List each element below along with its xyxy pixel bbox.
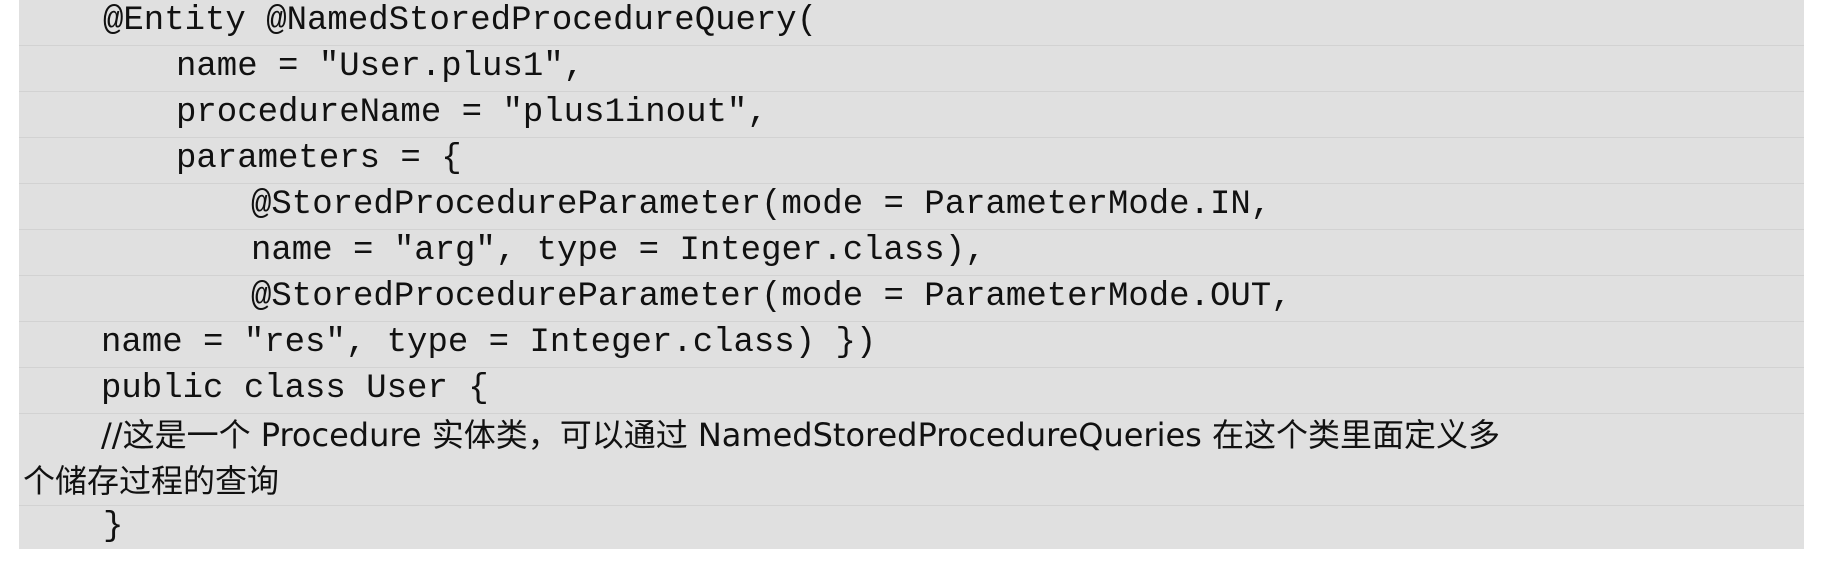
code-line: procedureName = "plus1inout", [176, 94, 768, 132]
line-divider [19, 91, 1804, 92]
line-divider [19, 367, 1804, 368]
line-divider [19, 229, 1804, 230]
code-comment-line: //这是一个 Procedure 实体类，可以通过 NamedStoredPro… [101, 416, 1500, 454]
line-divider [19, 413, 1804, 414]
code-line: name = "res", type = Integer.class) }) [101, 324, 877, 362]
code-line: @Entity @NamedStoredProcedureQuery( [103, 2, 818, 40]
code-line: name = "User.plus1", [176, 48, 585, 86]
line-divider [19, 45, 1804, 46]
code-line: @StoredProcedureParameter(mode = Paramet… [251, 186, 1272, 224]
line-divider [19, 275, 1804, 276]
code-line: public class User { [101, 370, 489, 408]
code-comment-line: 个储存过程的查询 [23, 462, 280, 500]
line-divider [19, 183, 1804, 184]
code-block: @Entity @NamedStoredProcedureQuery( name… [19, 0, 1804, 549]
line-divider [19, 137, 1804, 138]
code-line: name = "arg", type = Integer.class), [251, 232, 986, 270]
line-divider [19, 321, 1804, 322]
line-divider [19, 505, 1804, 506]
code-line: @StoredProcedureParameter(mode = Paramet… [251, 278, 1292, 316]
code-line: } [103, 508, 124, 546]
code-line: parameters = { [176, 140, 462, 178]
